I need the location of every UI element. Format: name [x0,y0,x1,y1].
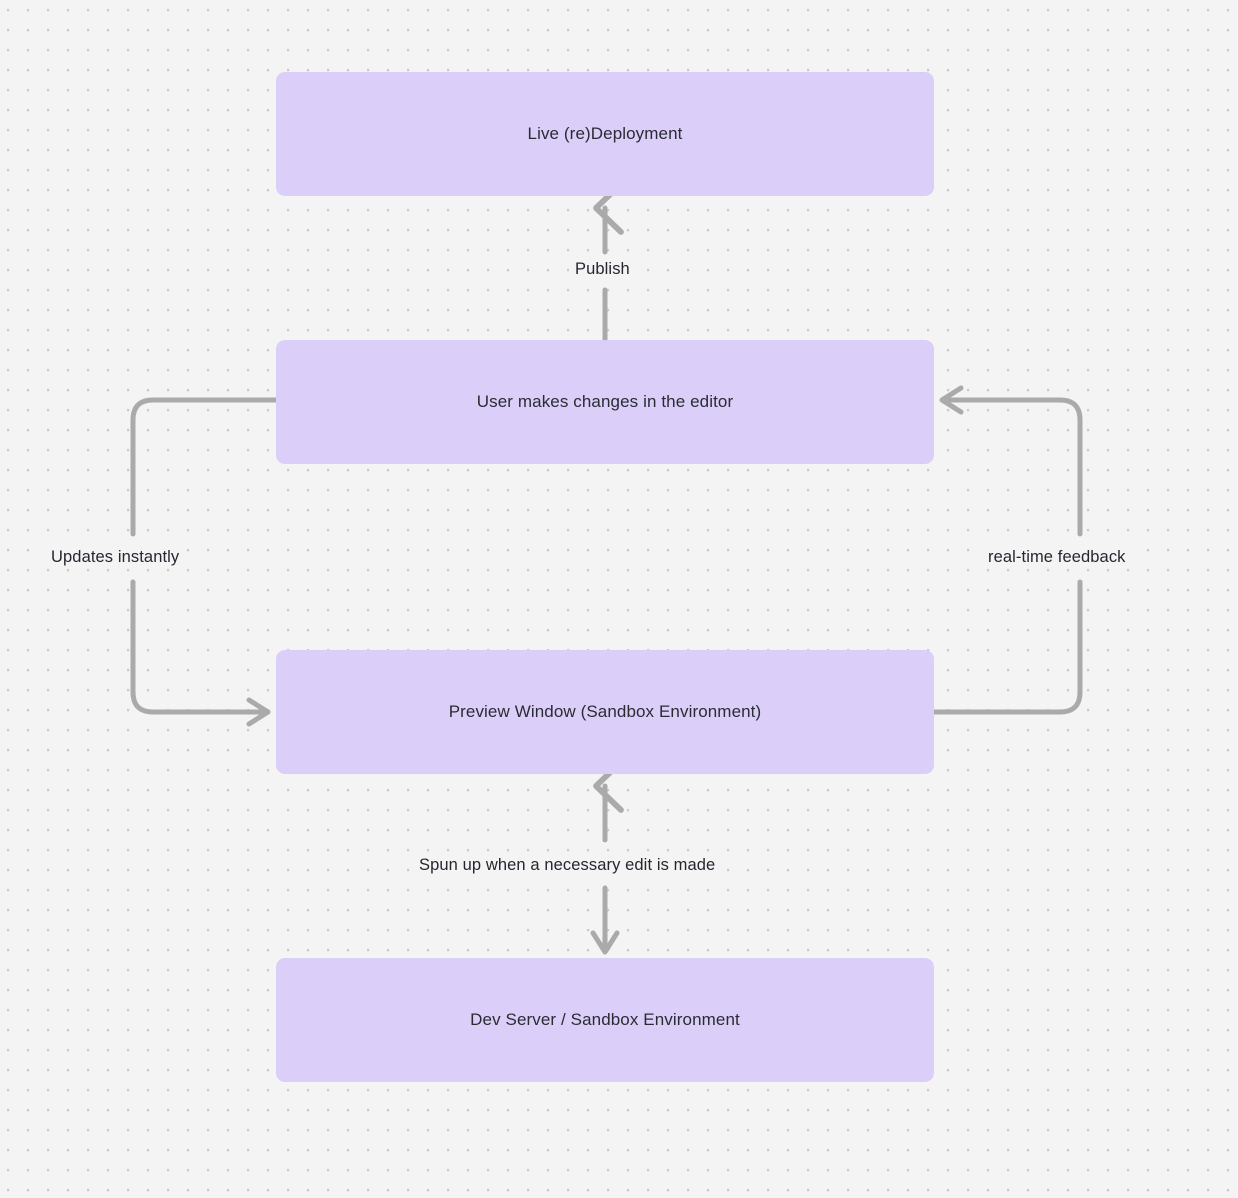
edge-label-spun-up[interactable]: Spun up when a necessary edit is made [413,854,722,877]
node-live-redeployment[interactable]: Live (re)Deployment [276,72,934,196]
node-label: Preview Window (Sandbox Environment) [448,701,762,721]
node-dev-server[interactable]: Dev Server / Sandbox Environment [276,958,934,1082]
node-user-makes-changes[interactable]: User makes changes in the editor [276,340,934,464]
node-label: User makes changes in the editor [476,391,734,411]
node-label: Dev Server / Sandbox Environment [470,1009,740,1029]
edge-label-updates-instantly[interactable]: Updates instantly [45,546,186,569]
node-label: Live (re)Deployment [527,123,683,143]
edge-label-publish[interactable]: Publish [569,258,636,281]
node-preview-window[interactable]: Preview Window (Sandbox Environment) [276,650,934,774]
edge-label-real-time-feedback[interactable]: real-time feedback [982,546,1132,569]
